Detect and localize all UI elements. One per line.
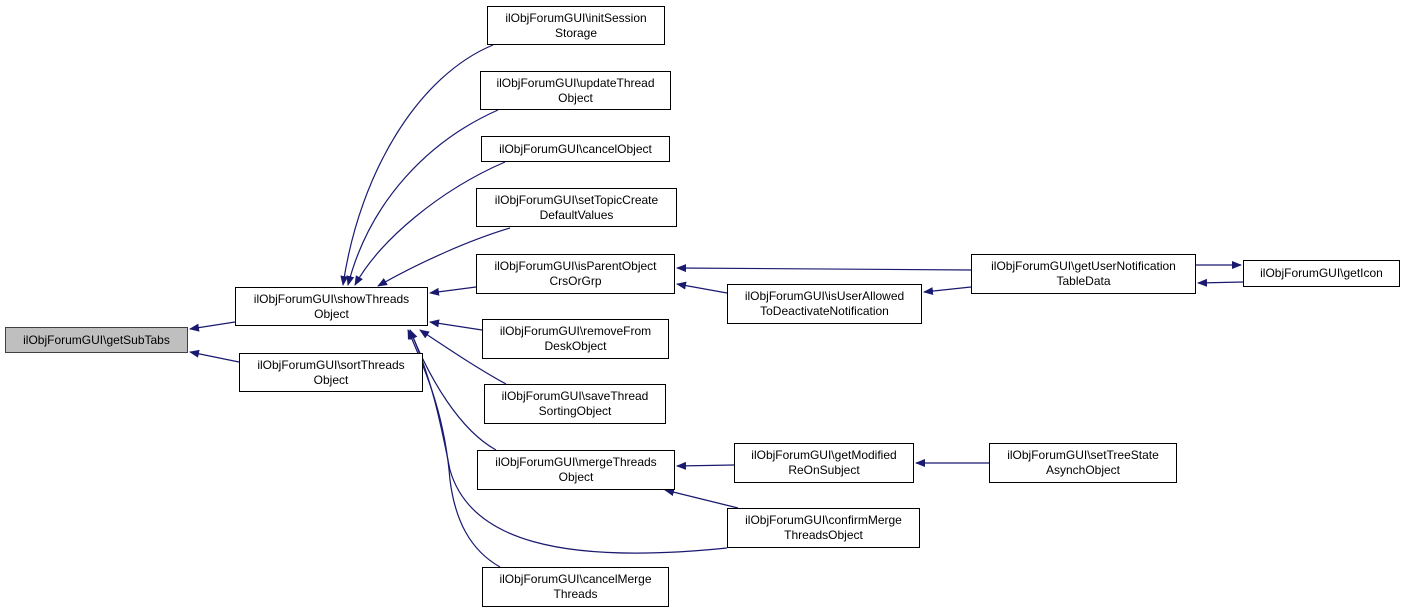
node-cancelObject[interactable]: ilObjForumGUI\cancelObject (481, 136, 670, 162)
node-label: ThreadsObject (784, 528, 863, 542)
node-label: ilObjForumGUI\initSession (505, 10, 647, 25)
node-label: ilObjForumGUI\sortThreads (257, 357, 405, 372)
node-label: ilObjForumGUI\setTopicCreate (494, 192, 659, 207)
node-label: TableData (1056, 274, 1111, 288)
node-label: ilObjForumGUI\updateThread (496, 75, 655, 90)
edge-removeFromDeskObject-to-showThreadsObject (429, 319, 483, 331)
node-updateThreadObject[interactable]: ilObjForumGUI\updateThread Object (480, 71, 671, 110)
node-initSessionStorage[interactable]: ilObjForumGUI\initSession Storage (487, 6, 665, 45)
edge-isUserAllowedToDeactivateNotification-to-isParentObjectCrsOrGrp (676, 281, 728, 294)
node-label: ilObjForumGUI\cancelMerge (499, 572, 652, 586)
node-label: ilObjForumGUI\showThreads (253, 291, 410, 306)
node-label: Storage (554, 25, 598, 40)
node-isParentObjectCrsOrGrp[interactable]: ilObjForumGUI\isParentObject CrsOrGrp (476, 254, 675, 294)
edge-confirmMergeThreadsObject-to-mergeThreadsObject (664, 488, 739, 509)
node-sortThreadsObject[interactable]: ilObjForumGUI\sortThreads Object (239, 353, 423, 392)
edge-isParentObjectCrsOrGrp-to-showThreadsObject (429, 286, 477, 296)
node-saveThreadSortingObject[interactable]: ilObjForumGUI\saveThread SortingObject (484, 384, 666, 424)
node-label: ilObjForumGUI\setTreeState (1007, 448, 1159, 462)
edge-getModifiedReOnSubject-to-mergeThreadsObject (676, 461, 735, 470)
node-label: ilObjForumGUI\getIcon (1260, 266, 1383, 280)
node-label: ilObjForumGUI\cancelObject (499, 141, 652, 156)
edge-initSessionStorage-to-showThreadsObject (340, 44, 494, 286)
edge-confirmMergeThreadsObject-to-showThreadsObject (409, 329, 728, 554)
node-label: ilObjForumGUI\getModified (751, 448, 897, 462)
node-label: DeskObject (544, 339, 607, 353)
node-getSubTabs[interactable]: ilObjForumGUI\getSubTabs (5, 327, 188, 353)
edge-getUserNotificationTableData-to-isParentObjectCrsOrGrp (676, 264, 972, 273)
node-label: Threads (553, 587, 598, 601)
node-cancelMergeThreads[interactable]: ilObjForumGUI\cancelMerge Threads (482, 567, 669, 607)
edge-saveThreadSortingObject-to-showThreadsObject (419, 329, 507, 385)
node-label: ilObjForumGUI\mergeThreads (495, 455, 657, 469)
node-label: ilObjForumGUI\isUserAllowed (744, 289, 905, 303)
node-getUserNotificationTableData[interactable]: ilObjForumGUI\getUserNotification TableD… (971, 254, 1196, 294)
node-label: ilObjForumGUI\confirmMerge (745, 513, 902, 527)
node-label: ReOnSubject (788, 463, 860, 477)
node-label: Object (314, 306, 349, 321)
edge-updateThreadObject-to-showThreadsObject (346, 109, 499, 286)
node-mergeThreadsObject[interactable]: ilObjForumGUI\mergeThreads Object (477, 450, 675, 490)
node-label: ilObjForumGUI\removeFrom (499, 324, 652, 338)
node-label: AsynchObject (1045, 463, 1121, 477)
node-label: Object (558, 470, 594, 484)
node-getIcon[interactable]: ilObjForumGUI\getIcon (1243, 260, 1400, 287)
node-showThreadsObject[interactable]: ilObjForumGUI\showThreads Object (235, 287, 428, 326)
edge-sortThreadsObject-to-getSubTabs (189, 349, 240, 363)
edge-cancelObject-to-showThreadsObject (354, 161, 506, 286)
edge-cancelMergeThreads-to-showThreadsObject (407, 329, 501, 568)
edge-getUserNotificationTableData-to-isUserAllowedToDeactivateNotification (923, 286, 972, 296)
node-removeFromDeskObject[interactable]: ilObjForumGUI\removeFrom DeskObject (482, 319, 669, 359)
node-setTreeStateAsynchObject[interactable]: ilObjForumGUI\setTreeState AsynchObject (989, 443, 1177, 483)
node-label: SortingObject (538, 404, 612, 418)
node-getModifiedReOnSubject[interactable]: ilObjForumGUI\getModified ReOnSubject (734, 443, 914, 483)
node-label: ilObjForumGUI\saveThread (501, 389, 649, 403)
node-label: ToDeactivateNotification (760, 304, 889, 318)
node-label: ilObjForumGUI\getUserNotification (991, 259, 1176, 273)
node-label: ilObjForumGUI\getSubTabs (23, 332, 170, 347)
node-setTopicCreateDefaultValues[interactable]: ilObjForumGUI\setTopicCreate DefaultValu… (476, 188, 677, 227)
node-label: Object (313, 372, 349, 387)
node-label: CrsOrGrp (549, 274, 602, 288)
node-label: ilObjForumGUI\isParentObject (494, 259, 657, 273)
edge-showThreadsObject-to-getSubTabs (189, 321, 236, 332)
edge-getIcon-to-getUserNotificationTableData (1197, 278, 1244, 287)
node-confirmMergeThreadsObject[interactable]: ilObjForumGUI\confirmMerge ThreadsObject (727, 508, 920, 548)
node-label: DefaultValues (539, 207, 614, 222)
node-label: Object (558, 90, 593, 105)
edge-setTopicCreateDefaultValues-to-showThreadsObject (377, 227, 511, 287)
node-isUserAllowedToDeactivateNotification[interactable]: ilObjForumGUI\isUserAllowed ToDeactivate… (727, 284, 922, 324)
